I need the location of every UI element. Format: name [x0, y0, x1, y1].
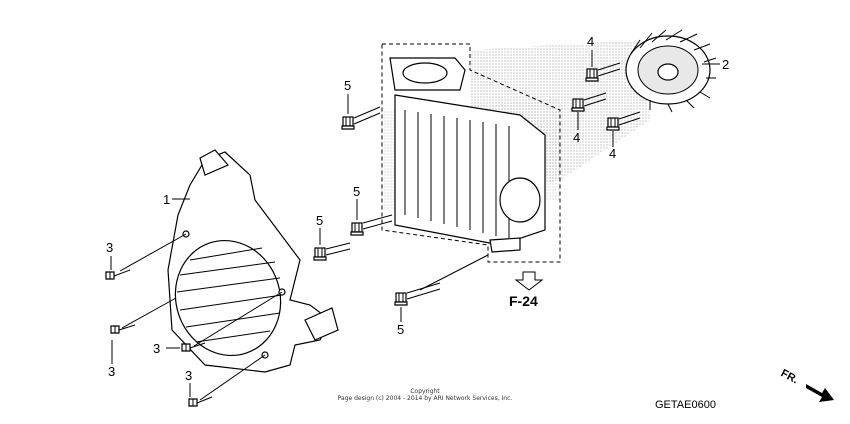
callout-part-4-b[interactable]: 4	[573, 130, 580, 145]
bolt-5d	[394, 282, 441, 306]
bolt-4b	[571, 92, 607, 112]
callout-part-5-d[interactable]: 5	[397, 322, 404, 337]
callout-part-2[interactable]: 2	[722, 57, 729, 72]
fan-cover	[167, 149, 339, 373]
callout-part-3-d[interactable]: 3	[185, 368, 192, 383]
callout-part-5-a[interactable]: 5	[344, 78, 351, 93]
bolt-5a	[341, 106, 381, 130]
bolt-5b	[350, 214, 393, 236]
cylinder-reference-boundary	[381, 43, 561, 263]
frame-reference-label[interactable]: F-24	[509, 293, 538, 309]
cooling-fan	[625, 29, 717, 113]
diagram-code: GETAE0600	[655, 399, 716, 411]
callout-part-4-c[interactable]: 4	[609, 146, 616, 161]
callout-part-5-c[interactable]: 5	[316, 213, 323, 228]
callout-part-3-a[interactable]: 3	[106, 240, 113, 255]
cylinder-block	[389, 57, 546, 253]
copyright-title: Copyright	[410, 388, 440, 395]
screw-3b	[110, 324, 136, 334]
front-arrow-icon	[806, 384, 834, 402]
bolt-4c	[606, 111, 641, 131]
bolt-5c	[313, 242, 351, 261]
screw-3a	[105, 269, 131, 280]
copyright-notice: Page design (c) 2004 - 2014 by ARI Netwo…	[338, 395, 513, 402]
callout-part-5-b[interactable]: 5	[353, 184, 360, 199]
front-indicator-label: FR.	[779, 367, 800, 386]
callout-part-1[interactable]: 1	[163, 192, 170, 207]
leader-lines	[110, 50, 720, 401]
callout-part-4-a[interactable]: 4	[587, 34, 594, 49]
screw-3c	[181, 342, 206, 352]
bolt-4a	[585, 62, 621, 82]
screw-3d	[188, 396, 213, 407]
callout-part-3-c[interactable]: 3	[153, 341, 160, 356]
callout-part-3-b[interactable]: 3	[108, 364, 115, 379]
frame-reference-arrow	[514, 271, 544, 291]
